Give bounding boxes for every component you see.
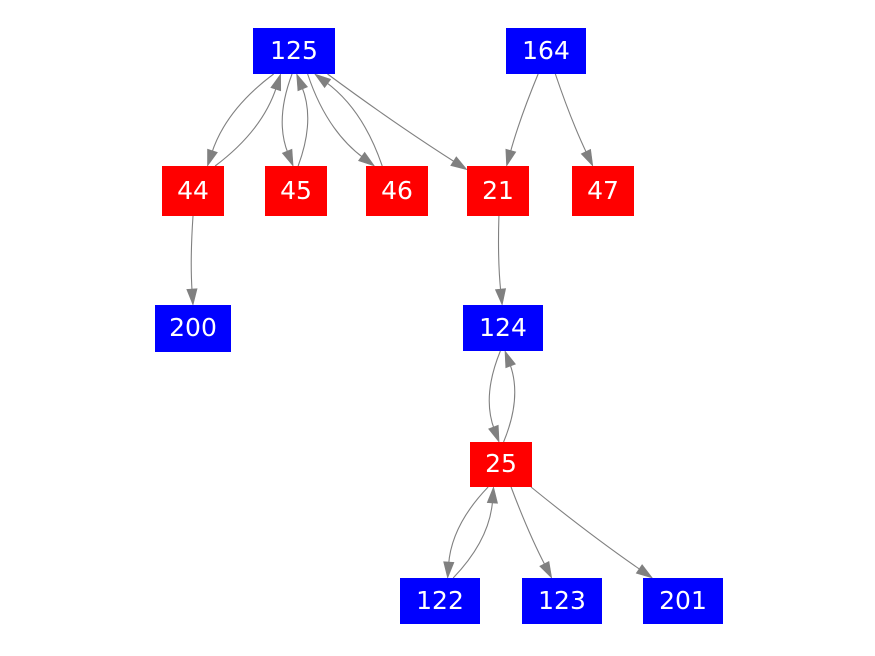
arrow-head-icon [207, 148, 218, 167]
arrow-head-icon [186, 288, 198, 306]
graph-node-label: 125 [270, 35, 318, 65]
graph-node-201[interactable]: 201 [643, 578, 723, 624]
graph-edge-21-124 [494, 215, 507, 306]
graph-node-label: 164 [522, 35, 570, 65]
edge-line [554, 73, 588, 155]
edge-line [452, 500, 494, 579]
graph-edge-124-25 [488, 350, 516, 443]
graph-node-label: 124 [479, 312, 527, 342]
arrow-head-icon [443, 561, 455, 579]
arrow-head-icon [494, 288, 507, 306]
edge-line [325, 81, 383, 167]
graph-edge-25-123 [510, 486, 553, 579]
edge-line [488, 350, 501, 430]
arrow-head-icon [358, 151, 376, 167]
arrow-head-icon [580, 148, 594, 167]
edge-line [281, 73, 293, 154]
edge-line [530, 486, 642, 571]
edge-line [211, 73, 274, 154]
graph-edge-25-201 [530, 486, 654, 579]
graph-node-label: 200 [169, 313, 217, 342]
arrow-head-icon [486, 486, 498, 504]
graph-node-label: 201 [659, 585, 707, 615]
graph-node-123[interactable]: 123 [522, 578, 602, 624]
arrow-head-icon [488, 424, 500, 443]
edge-line [509, 73, 539, 154]
graph-node-125[interactable]: 125 [253, 28, 335, 74]
arrow-head-icon [505, 148, 517, 167]
edge-line [448, 486, 489, 565]
edge-line [190, 215, 194, 292]
arrow-head-icon [450, 156, 468, 171]
graph-node-45[interactable]: 45 [265, 166, 327, 216]
edge-line [214, 86, 278, 167]
edge-line [327, 73, 456, 163]
graph-edge-125-21 [327, 73, 468, 171]
graph-node-164[interactable]: 164 [506, 28, 586, 74]
graph-edge-125-44 [207, 73, 282, 167]
graph-node-label: 25 [485, 449, 517, 478]
graph-node-25[interactable]: 25 [470, 442, 532, 487]
graph-node-label: 44 [177, 175, 209, 205]
graph-edge-44-200 [186, 215, 198, 306]
graph-node-21[interactable]: 21 [467, 166, 529, 216]
graph-edge-164-47 [554, 73, 594, 167]
graph-edge-25-122 [443, 486, 498, 579]
graph-node-47[interactable]: 47 [572, 166, 634, 216]
arrow-head-icon [270, 73, 282, 92]
arrow-head-icon [635, 564, 654, 579]
graph-node-122[interactable]: 122 [400, 578, 480, 624]
graph-edge-125-45 [281, 73, 309, 167]
graph-edge-125-46 [307, 73, 383, 167]
edge-line [503, 363, 516, 443]
graph-node-44[interactable]: 44 [162, 166, 224, 216]
edge-line [307, 73, 364, 159]
edge-line [497, 215, 502, 292]
edge-line [297, 86, 309, 167]
arrow-head-icon [313, 73, 332, 89]
arrow-head-icon [296, 73, 309, 92]
graph-node-label: 21 [482, 175, 514, 205]
edge-line [510, 486, 546, 567]
graph-node-124[interactable]: 124 [463, 305, 543, 351]
graph-node-label: 45 [280, 175, 312, 205]
graph-node-46[interactable]: 46 [366, 166, 428, 216]
graph-edge-164-21 [505, 73, 539, 167]
graph-node-label: 123 [538, 585, 586, 615]
arrow-head-icon [539, 560, 553, 579]
graph-node-label: 47 [587, 175, 619, 205]
graph-node-label: 46 [381, 175, 413, 205]
graph-node-label: 122 [416, 585, 464, 615]
arrow-head-icon [281, 148, 294, 167]
graph-node-200[interactable]: 200 [155, 305, 231, 352]
arrow-head-icon [504, 350, 516, 369]
